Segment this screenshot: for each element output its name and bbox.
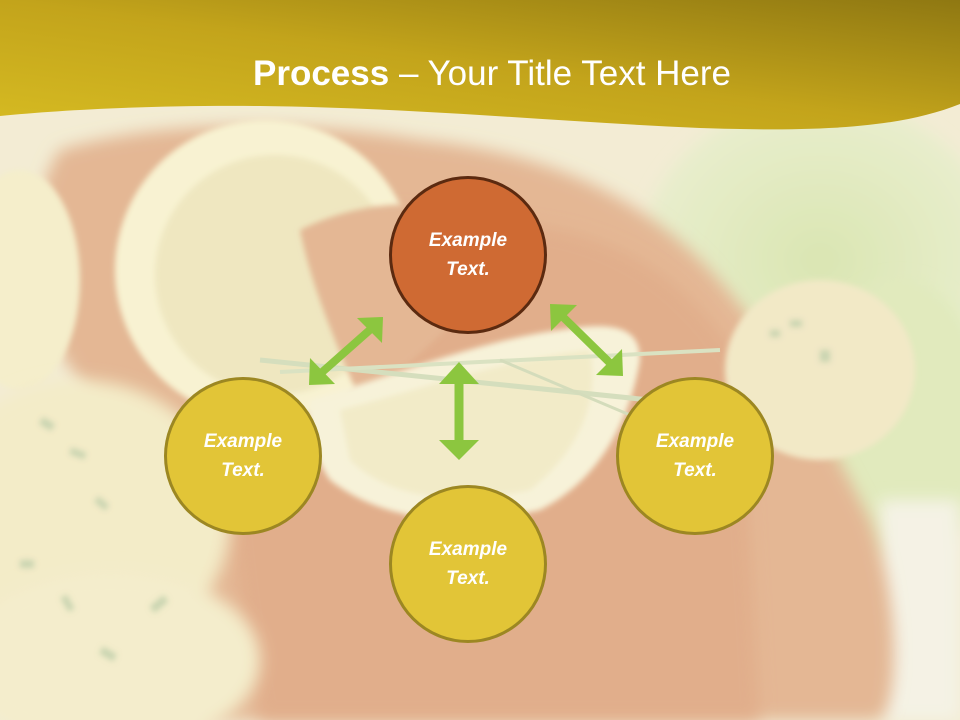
process-node-bottom[interactable]: Example Text.: [389, 485, 547, 643]
node-label-line1: Example: [203, 431, 283, 452]
node-label-line1: Example: [428, 539, 508, 560]
node-label-line1: Example: [655, 431, 735, 452]
node-label-line2: Text.: [221, 460, 265, 481]
slide-title: Process – Your Title Text Here: [0, 52, 960, 96]
node-label-line2: Text.: [446, 568, 490, 589]
title-regular-part: – Your Title Text Here: [389, 54, 731, 93]
node-label-line2: Text.: [446, 259, 490, 280]
title-bold-part: Process: [253, 54, 390, 93]
node-label-line2: Text.: [673, 460, 717, 481]
node-label-line1: Example: [428, 230, 508, 251]
process-node-left[interactable]: Example Text.: [164, 377, 322, 535]
process-node-right[interactable]: Example Text.: [616, 377, 774, 535]
header-banner: [0, 0, 960, 130]
process-node-top[interactable]: Example Text.: [389, 176, 547, 334]
